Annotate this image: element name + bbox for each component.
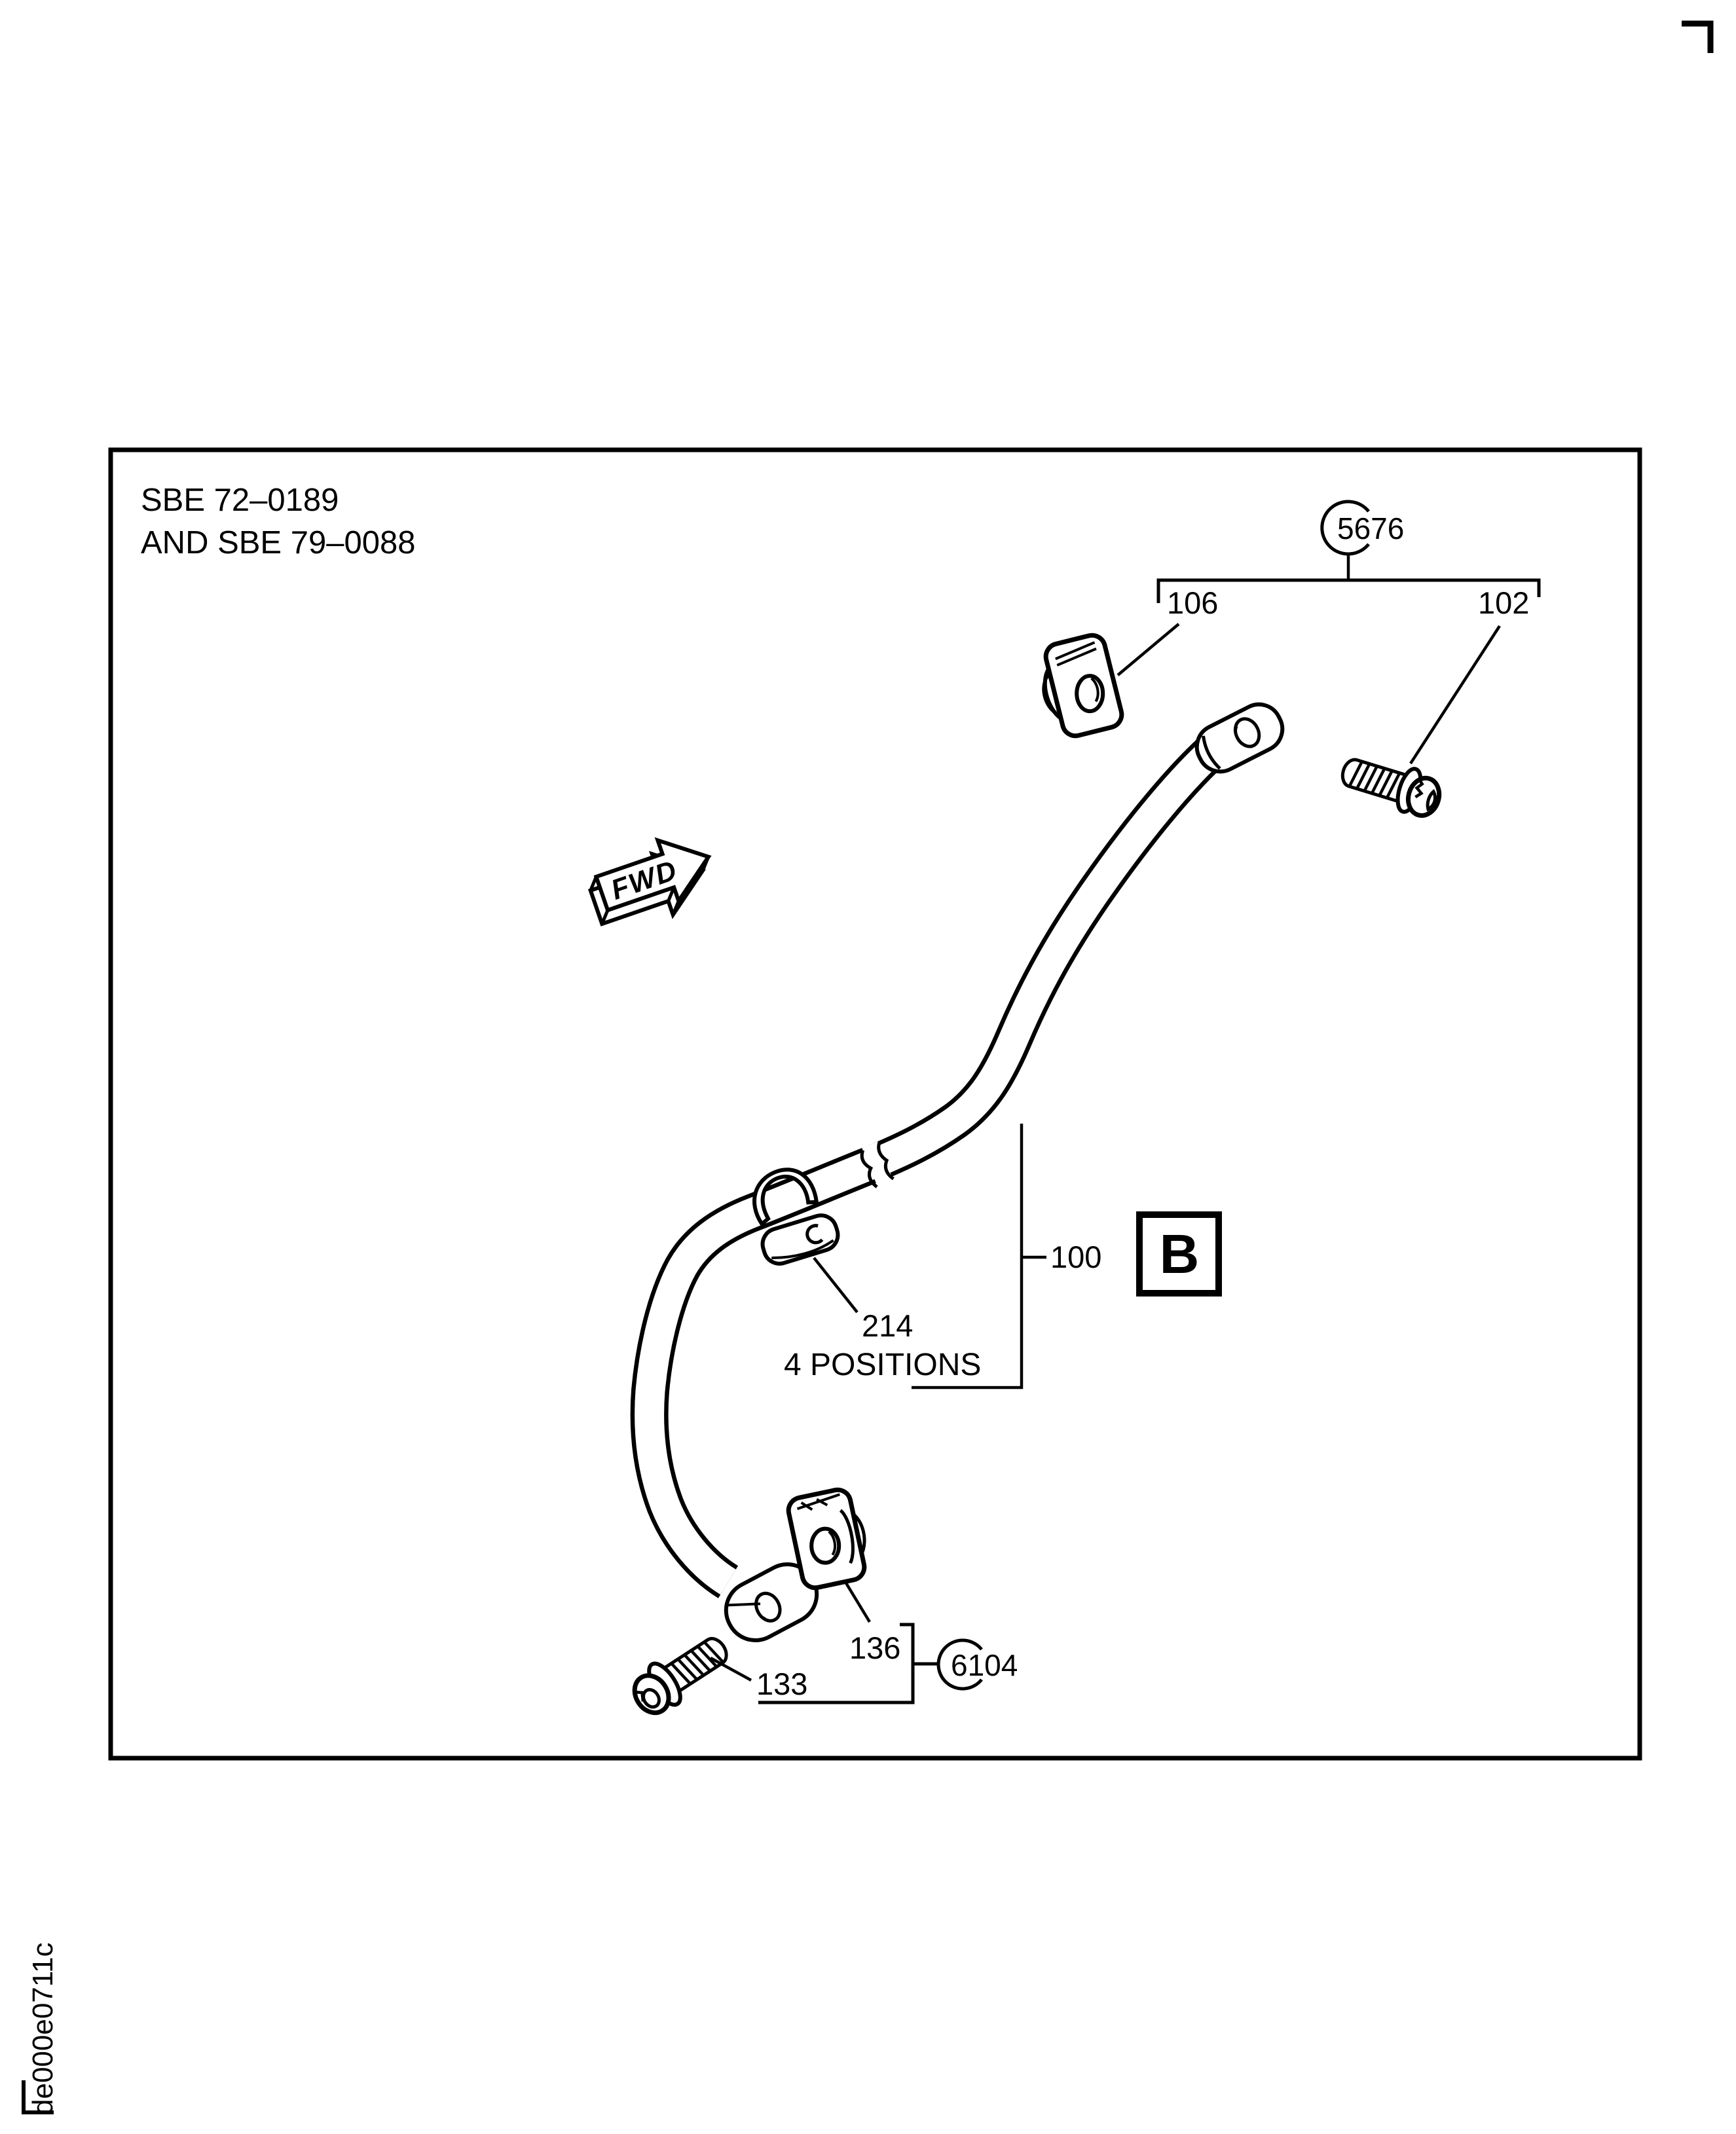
clip-hole <box>1075 674 1105 714</box>
bolt-thread <box>1363 765 1378 792</box>
service-bulletin-line1: SBE 72–0189 <box>141 483 339 518</box>
balloon-6104-group: 6104 <box>936 1638 1018 1691</box>
rod-break-cut-left <box>860 1149 878 1188</box>
diagram-frame <box>108 447 1642 1761</box>
view-box-letter: B <box>1160 1223 1200 1285</box>
leader-line-102 <box>1409 625 1501 765</box>
group-bracket <box>1156 578 1541 603</box>
eyelet-hole-crescent <box>1234 726 1246 747</box>
rod-inner-white <box>635 729 1233 1595</box>
clip-fold-line <box>1055 641 1096 661</box>
callout-102: 102 <box>1478 585 1529 620</box>
clip-fold-line <box>1056 647 1097 667</box>
fwd-arrow-face <box>593 837 712 913</box>
bracket-tab-drawing <box>760 1213 840 1266</box>
bolt-head-points <box>1414 777 1424 799</box>
rod-break <box>860 1141 895 1190</box>
saddle-clamp-drawing <box>752 1168 819 1227</box>
view-box-border <box>1136 1211 1222 1297</box>
clip-body <box>1043 633 1124 739</box>
bolt-thread <box>1356 763 1371 789</box>
rod-break-gap <box>862 1141 895 1190</box>
bolt-thread <box>1378 770 1394 796</box>
bolt-thread <box>697 1646 718 1668</box>
bolt-thread <box>1348 761 1363 787</box>
figure-code: de000e0711c <box>27 1943 59 2115</box>
positions-note: 4 POSITIONS <box>784 1348 981 1382</box>
clip-slot-line <box>839 1509 855 1564</box>
balloon-number: 6104 <box>951 1648 1018 1682</box>
tab-body <box>760 1213 840 1266</box>
rod-outline <box>630 726 1236 1598</box>
bolt-thread <box>703 1641 724 1663</box>
saddle-band <box>752 1168 819 1227</box>
leader-line-133 <box>709 1657 752 1682</box>
bolt-thread <box>1386 773 1401 798</box>
leader-line-106 <box>1117 623 1180 676</box>
rod-drawing <box>630 726 1236 1598</box>
tab-edge-line <box>771 1239 834 1260</box>
callout-133: 133 <box>756 1666 807 1701</box>
leader-line-136 <box>844 1581 871 1623</box>
clip-nut-lower-drawing <box>786 1487 867 1591</box>
corner-mark-top-right <box>1682 20 1714 53</box>
eyelet-hole-crescent <box>754 1599 766 1621</box>
callout-136: 136 <box>849 1630 900 1665</box>
rod-extent-bracket <box>912 1124 1024 1389</box>
clip-hole-crescent <box>1090 677 1099 703</box>
eyelet-neck-crease <box>1202 735 1221 770</box>
fwd-arrow: FWD <box>587 837 712 927</box>
bolt-upper-drawing <box>1340 758 1442 818</box>
leader-line-214 <box>813 1257 859 1314</box>
service-bulletin-line2: AND SBE 79–0088 <box>141 525 416 561</box>
bolt-thread <box>671 1663 692 1685</box>
clip-hole-crescent <box>828 1530 837 1556</box>
callout-106: 106 <box>1167 585 1218 620</box>
rod-break-cut-right <box>877 1141 895 1181</box>
callout-214: 214 <box>862 1308 913 1343</box>
eyelet-body <box>1194 702 1285 774</box>
bolt-thread <box>677 1658 698 1680</box>
tab-hook-mark <box>805 1224 824 1245</box>
rod-eyelet-top <box>1194 702 1285 774</box>
bolt-thread <box>1371 768 1386 794</box>
bolt-head-hole <box>642 1687 661 1709</box>
bolt-thread <box>690 1649 711 1672</box>
bolt-lower-drawing <box>632 1637 728 1716</box>
clip-hole <box>809 1526 841 1565</box>
balloon-circle <box>1320 500 1370 556</box>
balloon-circle <box>936 1638 983 1691</box>
balloon-number: 5676 <box>1337 511 1404 545</box>
clip-fold-hatch <box>816 1498 828 1507</box>
callout-100: 100 <box>1050 1240 1101 1274</box>
balloon-5676-group: 5676 <box>1156 500 1541 603</box>
corner-mark-bottom-left <box>22 2080 54 2114</box>
view-reference-box: B <box>1136 1211 1222 1297</box>
clip-fold-hatch <box>800 1501 813 1511</box>
clip-nut-upper-drawing <box>1042 633 1124 739</box>
bolt-thread <box>684 1654 705 1676</box>
bolt-head-crescent <box>1426 788 1437 812</box>
